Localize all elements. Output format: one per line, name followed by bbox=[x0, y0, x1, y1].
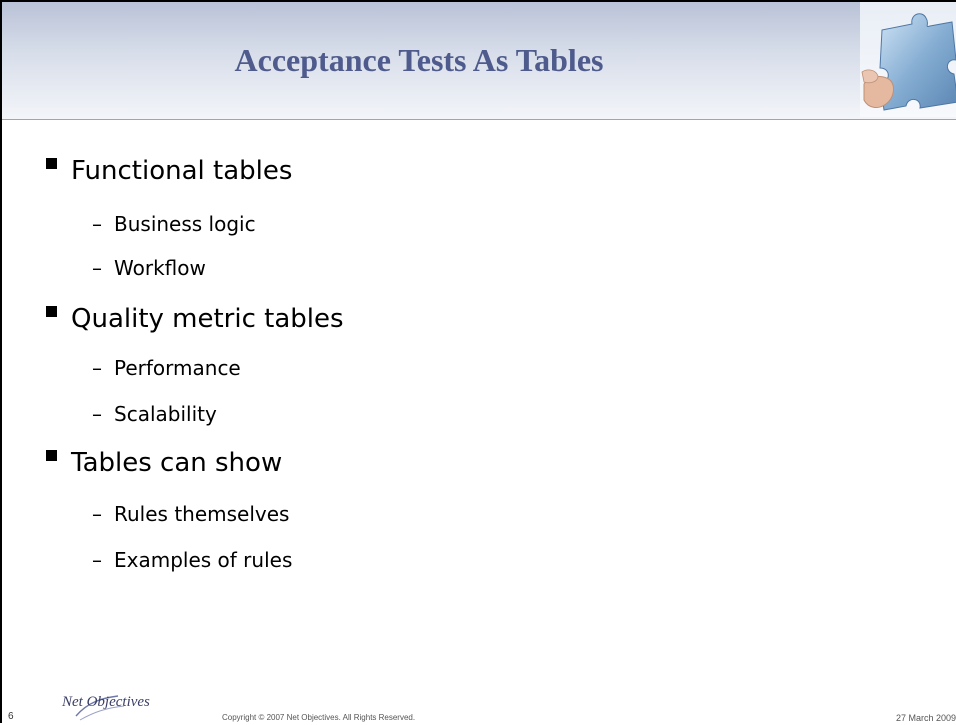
sub-bullet-item: –Examples of rules bbox=[92, 548, 292, 578]
net-objectives-logo: Net Objectives bbox=[58, 692, 150, 722]
dash-marker: – bbox=[92, 256, 102, 280]
sub-bullet-text: Scalability bbox=[114, 402, 217, 426]
slide-date: 27 March 2009 bbox=[895, 713, 956, 723]
sub-bullet-text: Business logic bbox=[114, 212, 256, 236]
square-bullet-icon bbox=[46, 450, 57, 461]
bullet-item: Quality metric tables bbox=[46, 304, 344, 344]
copyright-text: Copyright © 2007 Net Objectives. All Rig… bbox=[222, 713, 416, 722]
dash-marker: – bbox=[92, 356, 102, 380]
square-bullet-icon bbox=[46, 158, 57, 169]
slide-footer: 6 Net Objectives Copyright © 2007 Net Ob… bbox=[2, 692, 956, 725]
puzzle-piece-image bbox=[860, 2, 956, 117]
sub-bullet-item: –Business logic bbox=[92, 212, 256, 242]
dash-marker: – bbox=[92, 502, 102, 526]
square-bullet-icon bbox=[46, 306, 57, 317]
bullet-item: Tables can show bbox=[46, 448, 282, 488]
sub-bullet-text: Rules themselves bbox=[114, 502, 290, 526]
bullet-text: Tables can show bbox=[71, 448, 283, 478]
logo-text: Net Objectives bbox=[62, 694, 150, 710]
slide-title: Acceptance Tests As Tables bbox=[234, 42, 604, 78]
sub-bullet-text: Examples of rules bbox=[114, 548, 293, 572]
sub-bullet-item: –Scalability bbox=[92, 402, 217, 432]
bullet-text: Quality metric tables bbox=[71, 304, 344, 334]
dash-marker: – bbox=[92, 548, 102, 572]
page-number: 6 bbox=[8, 711, 14, 722]
bullet-text: Functional tables bbox=[71, 156, 293, 186]
bullet-item: Functional tables bbox=[46, 156, 292, 196]
sub-bullet-item: –Rules themselves bbox=[92, 502, 289, 532]
sub-bullet-item: –Workflow bbox=[92, 256, 206, 286]
sub-bullet-text: Performance bbox=[114, 356, 241, 380]
sub-bullet-text: Workflow bbox=[114, 256, 206, 280]
sub-bullet-item: –Performance bbox=[92, 356, 241, 386]
dash-marker: – bbox=[92, 212, 102, 236]
dash-marker: – bbox=[92, 402, 102, 426]
slide-header: Acceptance Tests As Tables bbox=[2, 2, 956, 120]
